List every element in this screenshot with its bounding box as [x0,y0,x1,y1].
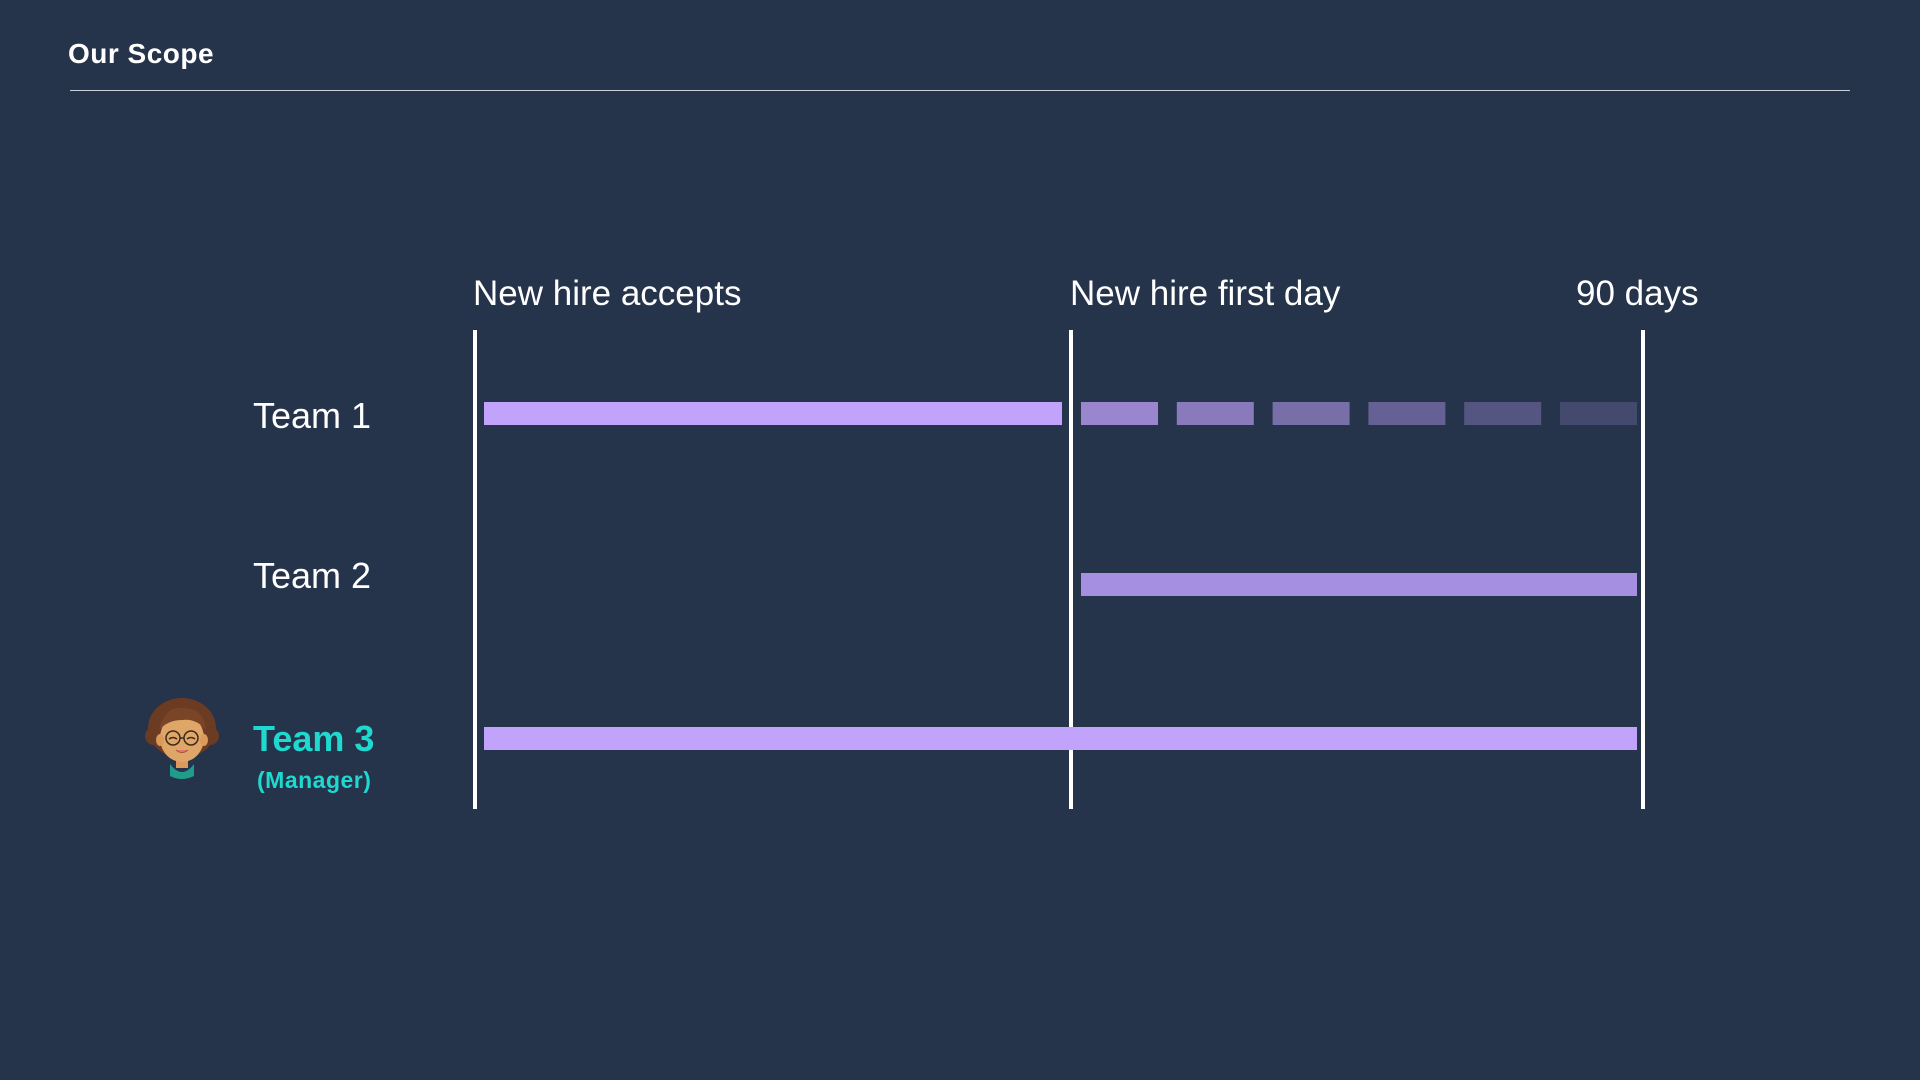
milestone-line-accepts [473,330,477,809]
team1-bar-dash [1272,402,1350,425]
team3-bar [484,727,1637,750]
milestone-label-first-day: New hire first day [1070,274,1341,313]
team-role-manager: (Manager) [257,767,372,793]
milestone-label-90-days: 90 days [1576,274,1699,313]
team-label-1: Team 1 [253,395,372,436]
team2-bar [1081,573,1637,596]
team-label-3: Team 3 [253,718,375,759]
milestone-line-90-days [1641,330,1645,809]
team1-bar-dash [1176,402,1254,425]
milestone-label-accepts: New hire accepts [473,274,742,313]
team1-bar [484,402,1062,425]
team1-bar-dash [1560,402,1637,425]
title-divider [70,90,1850,91]
slide-title: Our Scope [68,38,215,69]
manager-avatar-icon [145,698,219,779]
team1-bar-dash [1368,402,1446,425]
team-label-2: Team 2 [253,555,372,596]
team1-bar-dash [1464,402,1542,425]
milestone-line-first-day [1069,330,1073,809]
team1-bar-dash [1081,402,1158,425]
